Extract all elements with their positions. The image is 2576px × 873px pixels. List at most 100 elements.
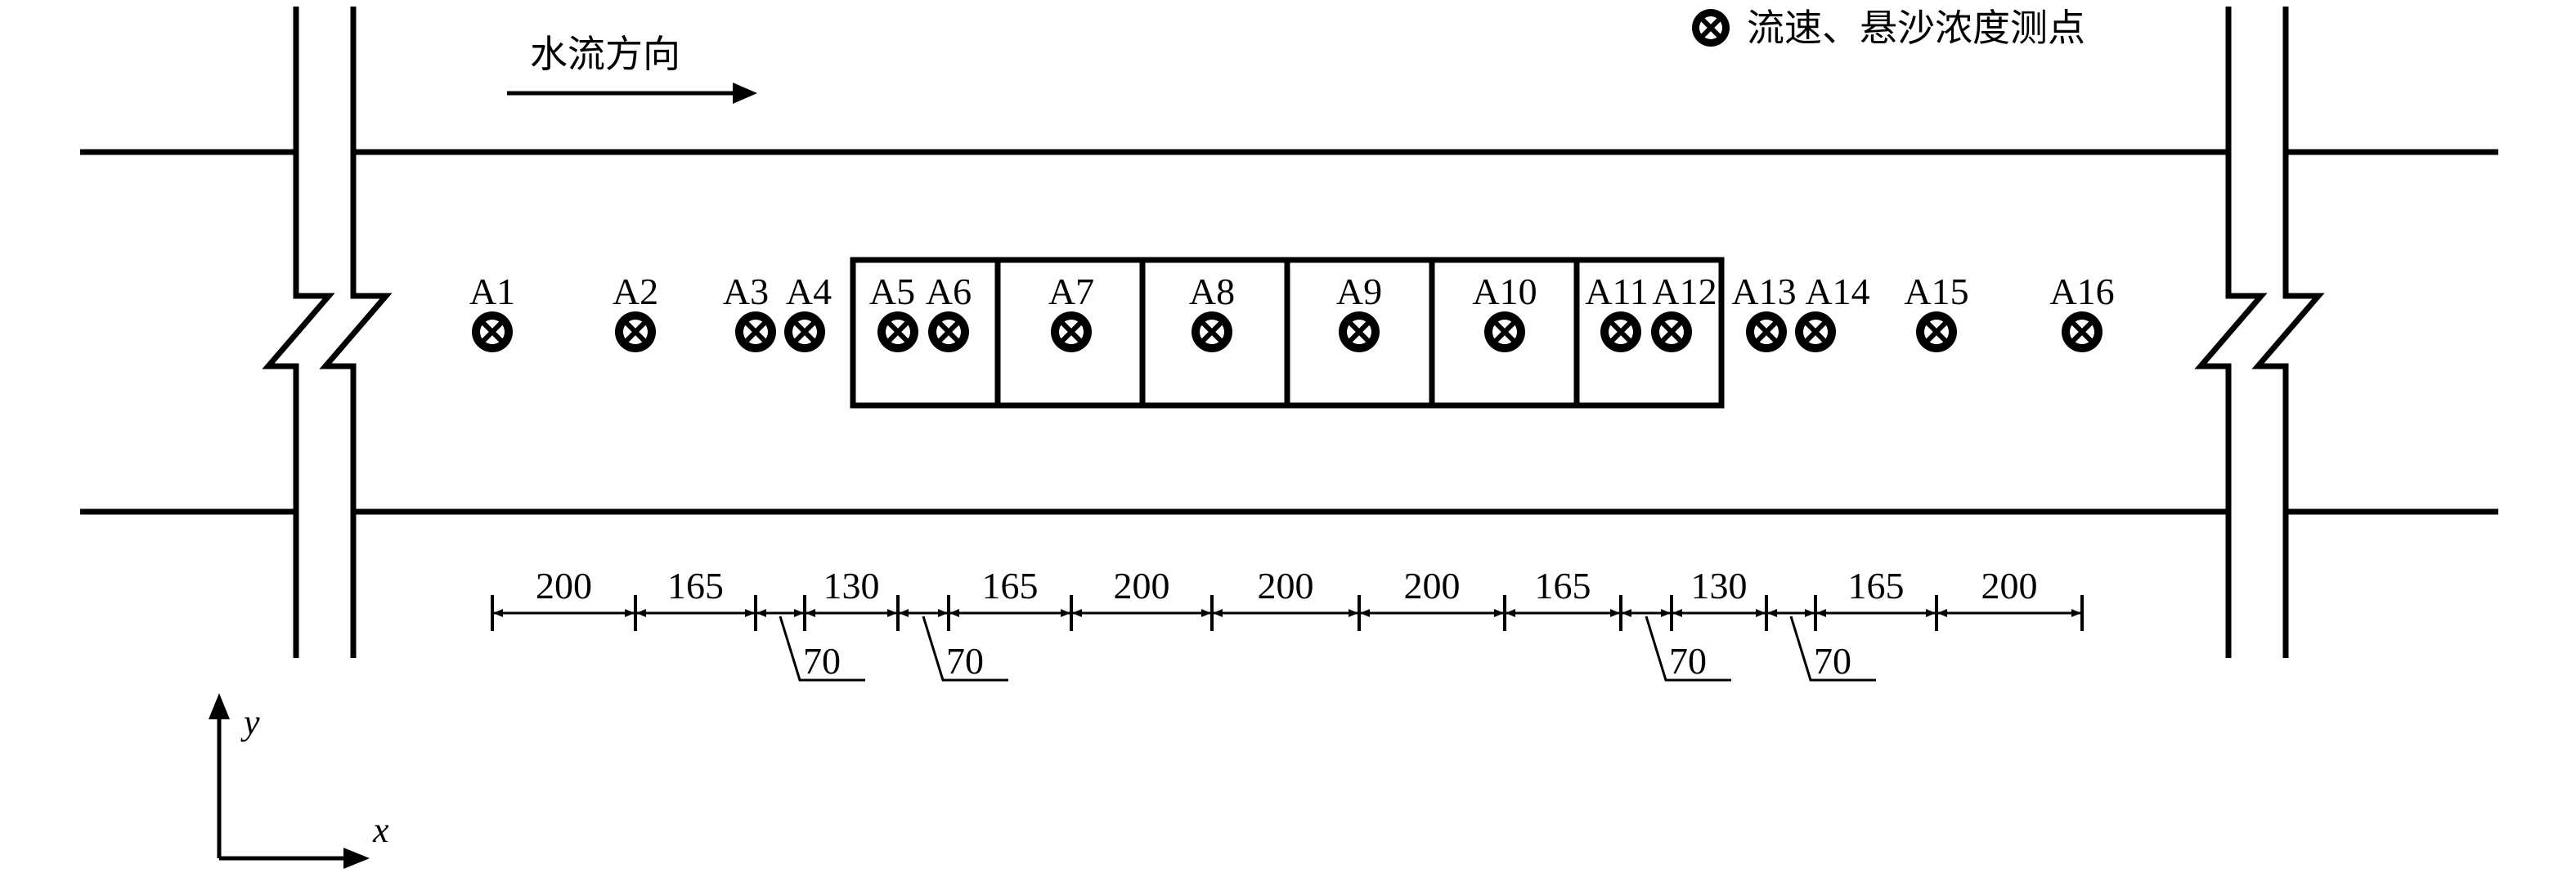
dimension-arrowhead bbox=[1672, 609, 1682, 617]
crossed-circle-icon bbox=[2062, 311, 2103, 352]
crossed-circle-icon bbox=[472, 311, 513, 352]
measurement-point-a13: A13 bbox=[1731, 271, 1797, 352]
point-label: A15 bbox=[1904, 271, 1968, 312]
small-dimension-callout: 70 bbox=[922, 616, 1008, 682]
flow-direction-label: 水流方向 bbox=[530, 32, 680, 76]
dimension-arrowhead bbox=[1494, 609, 1504, 617]
dimension-arrowhead bbox=[636, 609, 646, 617]
crossed-circle-icon bbox=[615, 311, 656, 352]
dimension-arrowhead bbox=[2071, 609, 2081, 617]
channel-walls bbox=[80, 149, 2498, 515]
dimension-arrowhead bbox=[756, 609, 766, 617]
small-dimension-label: 70 bbox=[946, 640, 984, 682]
point-label: A16 bbox=[2049, 271, 2114, 312]
structure-box bbox=[850, 257, 1725, 409]
crossed-circle-icon bbox=[1600, 311, 1641, 352]
legend-label: 流速、悬沙浓度测点 bbox=[1747, 6, 2085, 50]
point-label: A13 bbox=[1731, 271, 1796, 312]
dimension-arrowhead bbox=[1360, 609, 1370, 617]
point-label: A4 bbox=[786, 271, 832, 312]
measurement-point-a7: A7 bbox=[1048, 271, 1094, 352]
break-line-right bbox=[2194, 7, 2325, 658]
dimension-arrowhead bbox=[1072, 609, 1082, 617]
break-line-left bbox=[262, 7, 393, 658]
dimension-arrowhead bbox=[1201, 609, 1211, 617]
dimension-label: 165 bbox=[1848, 565, 1905, 607]
crossed-circle-icon bbox=[1746, 311, 1787, 352]
dimension-arrowhead bbox=[949, 609, 959, 617]
dimension-arrowhead bbox=[1937, 609, 1947, 617]
measurement-point-a11: A11 bbox=[1585, 271, 1649, 352]
dimension-arrowhead bbox=[1061, 609, 1070, 617]
point-label: A10 bbox=[1472, 271, 1537, 312]
point-label: A6 bbox=[926, 271, 972, 312]
measurement-point-a1: A1 bbox=[469, 271, 515, 352]
small-dimension-label: 70 bbox=[1814, 640, 1851, 682]
dimension-arrowhead bbox=[1610, 609, 1620, 617]
dimension-arrowhead bbox=[1926, 609, 1936, 617]
crossed-circle-icon bbox=[1192, 311, 1232, 352]
dimension-label: 200 bbox=[1114, 565, 1170, 607]
dimension-arrowhead bbox=[1622, 609, 1631, 617]
point-label: A5 bbox=[869, 271, 915, 312]
small-dimension-label: 70 bbox=[803, 640, 841, 682]
crossed-circle-icon bbox=[1692, 9, 1730, 47]
dimension-label: 200 bbox=[1258, 565, 1314, 607]
crossed-circle-icon bbox=[1916, 311, 1957, 352]
measurement-point-a10: A10 bbox=[1472, 271, 1537, 352]
x-axis-arrow bbox=[343, 848, 370, 869]
crossed-circle-icon bbox=[1651, 311, 1692, 352]
small-dimension-callout: 70 bbox=[1789, 616, 1876, 682]
measurement-point-a4: A4 bbox=[784, 271, 832, 352]
measurement-point-a9: A9 bbox=[1336, 271, 1382, 352]
dimension-arrowhead bbox=[493, 609, 503, 617]
dimension-label: 130 bbox=[1691, 565, 1748, 607]
dimension-arrowhead bbox=[745, 609, 755, 617]
crossed-circle-icon bbox=[1484, 311, 1525, 352]
x-axis-label: x bbox=[372, 810, 389, 850]
dimension-arrowhead bbox=[1506, 609, 1515, 617]
point-label: A12 bbox=[1652, 271, 1717, 312]
small-dimension-label: 70 bbox=[1669, 640, 1707, 682]
legend: 流速、悬沙浓度测点 bbox=[1692, 6, 2085, 50]
dimension-arrowhead bbox=[1349, 609, 1358, 617]
dimension-label: 200 bbox=[1404, 565, 1461, 607]
dimension-label: 165 bbox=[1535, 565, 1591, 607]
dimension-arrowhead bbox=[794, 609, 804, 617]
dimension-arrowhead bbox=[806, 609, 815, 617]
point-label: A14 bbox=[1805, 271, 1869, 312]
measurement-point-a16: A16 bbox=[2049, 271, 2115, 352]
dimension-label: 130 bbox=[824, 565, 880, 607]
flow-direction-arrow bbox=[507, 83, 757, 104]
dimension-arrowhead bbox=[1767, 609, 1777, 617]
small-dimension-callout: 70 bbox=[779, 616, 865, 682]
dimension-arrowhead bbox=[938, 609, 948, 617]
measurement-point-a2: A2 bbox=[613, 271, 658, 352]
crossed-circle-icon bbox=[1051, 311, 1092, 352]
point-label: A11 bbox=[1585, 271, 1649, 312]
measurement-point-a8: A8 bbox=[1189, 271, 1235, 352]
crossed-circle-icon bbox=[784, 311, 825, 352]
dimension-arrowhead bbox=[899, 609, 909, 617]
dimension-arrowhead bbox=[1756, 609, 1766, 617]
dimension-label: 165 bbox=[982, 565, 1039, 607]
point-label: A7 bbox=[1048, 271, 1094, 312]
dimension-label: 200 bbox=[1981, 565, 2038, 607]
measurement-point-a14: A14 bbox=[1795, 271, 1870, 352]
measurement-point-a15: A15 bbox=[1904, 271, 1969, 352]
y-axis-arrow bbox=[209, 693, 230, 719]
point-label: A8 bbox=[1189, 271, 1235, 312]
small-dimension-callout: 70 bbox=[1645, 616, 1731, 682]
measurement-point-a6: A6 bbox=[926, 271, 972, 352]
point-label: A9 bbox=[1336, 271, 1382, 312]
crossed-circle-icon bbox=[877, 311, 918, 352]
coordinate-axes: y x bbox=[209, 693, 389, 869]
point-label: A2 bbox=[613, 271, 658, 312]
dimension-arrowhead bbox=[625, 609, 635, 617]
dimension-arrowhead bbox=[1213, 609, 1223, 617]
dimension-label: 165 bbox=[667, 565, 724, 607]
crossed-circle-icon bbox=[1795, 311, 1836, 352]
